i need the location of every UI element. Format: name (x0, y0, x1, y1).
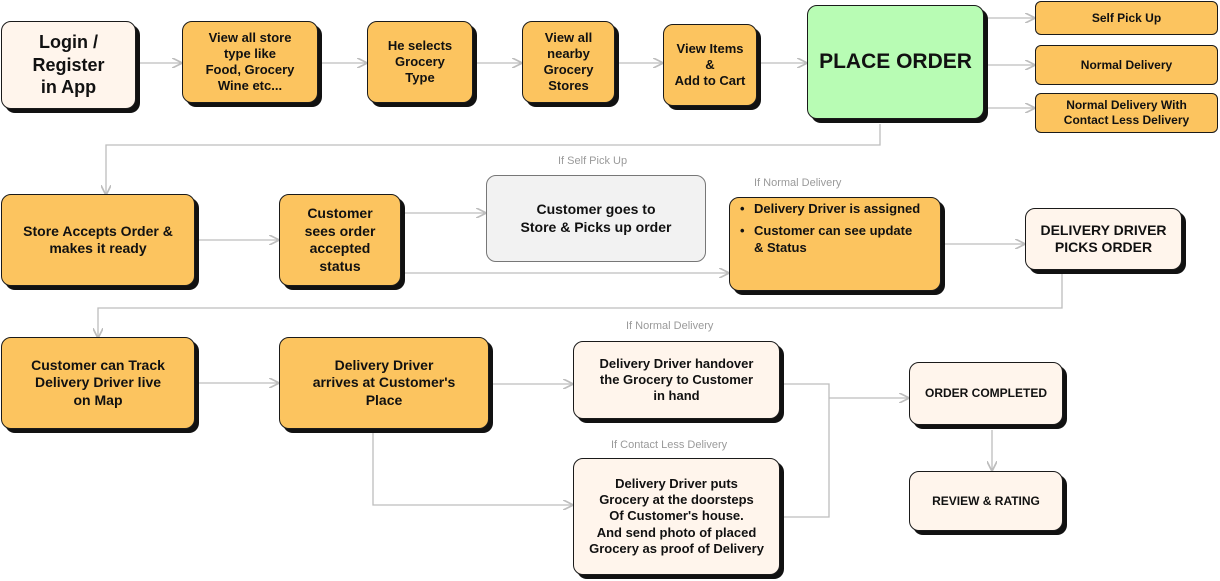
driver-picks-order-label: DELIVERY DRIVER PICKS ORDER (1040, 221, 1167, 256)
view-store-types-label: View all store type like Food, Grocery W… (205, 29, 295, 94)
store-accepts-label: Store Accepts Order & makes it ready (23, 222, 173, 257)
driver-arrives-node: Delivery Driver arrives at Customer's Pl… (279, 337, 489, 429)
order-completed-node: ORDER COMPLETED (909, 362, 1063, 425)
self-pickup-label: Self Pick Up (1091, 10, 1162, 25)
normal-delivery-label: Normal Delivery (1080, 57, 1173, 72)
bullet-item: • Delivery Driver is assigned (740, 201, 920, 217)
condition-if-self-pickup: If Self Pick Up (558, 155, 628, 167)
store-accepts-node: Store Accepts Order & makes it ready (1, 194, 195, 286)
login-register-node: Login / Register in App (1, 21, 136, 109)
contactless-delivery-node: Normal Delivery With Contact Less Delive… (1035, 93, 1218, 133)
select-grocery-label: He selects Grocery Type (387, 37, 453, 86)
bullet-dot-icon: • (740, 223, 745, 239)
review-rating-node: REVIEW & RATING (909, 471, 1063, 531)
bullet-item: • Customer can see update & Status (740, 223, 912, 256)
place-order-label: PLACE ORDER (819, 49, 972, 73)
track-driver-label: Customer can Track Delivery Driver live … (31, 356, 165, 408)
driver-assigned-node: • Delivery Driver is assigned • Customer… (729, 197, 941, 291)
place-order-node: PLACE ORDER (807, 5, 984, 119)
view-nearby-stores-label: View all nearby Grocery Stores (543, 29, 594, 94)
driver-picks-order-node: DELIVERY DRIVER PICKS ORDER (1025, 208, 1182, 270)
bullet-text: Delivery Driver is assigned (754, 201, 921, 216)
normal-delivery-node: Normal Delivery (1035, 45, 1218, 85)
customer-goes-label: Customer goes to Store & Picks up order (520, 201, 672, 235)
track-driver-node: Customer can Track Delivery Driver live … (1, 337, 195, 429)
condition-if-contactless: If Contact Less Delivery (611, 439, 728, 451)
arrow-arrives-to-doorstep (372, 430, 572, 505)
contactless-delivery-label: Normal Delivery With Contact Less Delive… (1063, 98, 1190, 127)
view-nearby-stores-node: View all nearby Grocery Stores (522, 21, 615, 103)
bullet-text: Customer can see update & Status (754, 223, 913, 255)
handover-node: Delivery Driver handover the Grocery to … (573, 341, 780, 419)
bullet-dot-icon: • (740, 201, 745, 216)
driver-arrives-label: Delivery Driver arrives at Customer's Pl… (312, 356, 456, 408)
customer-goes-node: Customer goes to Store & Picks up order (486, 175, 706, 262)
handover-label: Delivery Driver handover the Grocery to … (599, 355, 754, 404)
condition-if-normal-delivery-2: If Normal Delivery (626, 320, 714, 332)
review-rating-label: REVIEW & RATING (932, 493, 1040, 508)
doorstep-node: Delivery Driver puts Grocery at the door… (573, 458, 780, 575)
arrow-handover-to-completed (782, 383, 830, 518)
view-store-types-node: View all store type like Food, Grocery W… (182, 21, 318, 103)
select-grocery-node: He selects Grocery Type (367, 21, 473, 103)
view-items-node: View Items & Add to Cart (663, 24, 757, 106)
login-register-label: Login / Register in App (32, 32, 105, 98)
order-completed-label: ORDER COMPLETED (924, 386, 1047, 400)
customer-sees-status-label: Customer sees order accepted status (304, 205, 376, 274)
condition-if-normal-delivery-1: If Normal Delivery (754, 177, 842, 189)
doorstep-label: Delivery Driver puts Grocery at the door… (589, 475, 764, 556)
customer-sees-status-node: Customer sees order accepted status (279, 194, 401, 286)
view-items-label: View Items & Add to Cart (674, 40, 746, 89)
self-pickup-node: Self Pick Up (1035, 1, 1218, 35)
